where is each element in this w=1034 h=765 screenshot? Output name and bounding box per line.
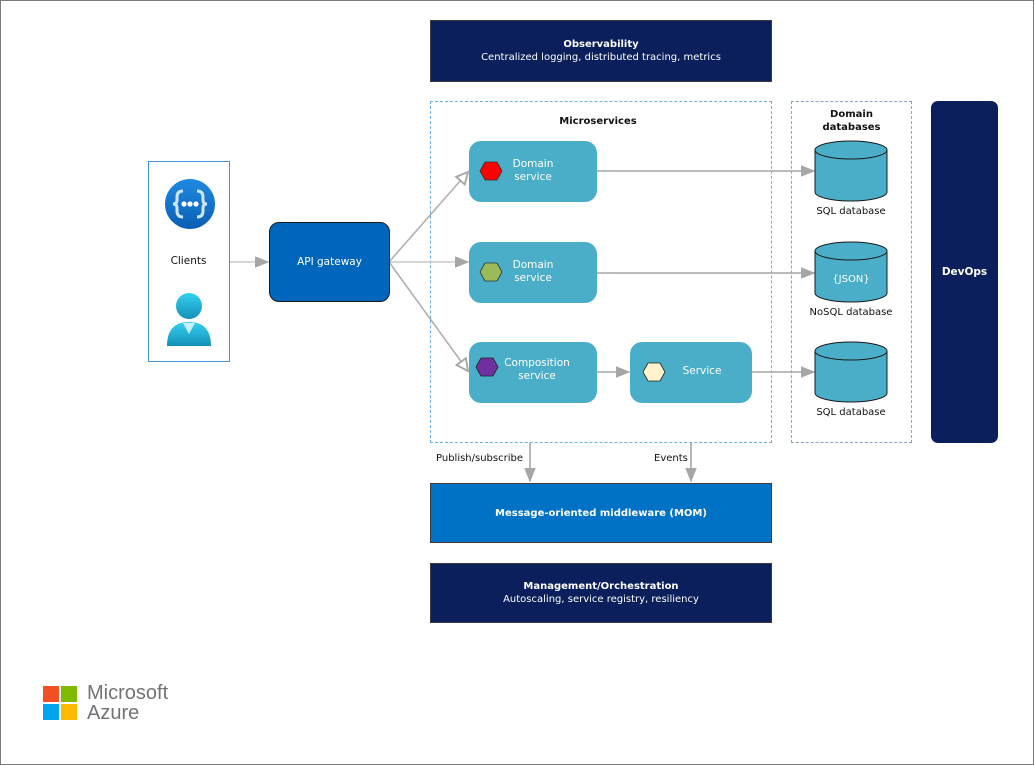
- database-cylinder-icon: [814, 341, 888, 403]
- logo-text-azure: Azure: [87, 702, 140, 724]
- observability-subtitle: Centralized logging, distributed tracing…: [481, 52, 721, 63]
- api-gateway-label: API gateway: [297, 256, 362, 268]
- logo-square-blue: [43, 704, 59, 720]
- domain-databases-title-line2: databases: [822, 122, 881, 133]
- mom-band: Message-oriented middleware (MOM): [430, 483, 772, 543]
- service-label: Service: [680, 365, 724, 378]
- label-line: service: [514, 171, 552, 183]
- sql-database-2[interactable]: SQL database: [813, 341, 889, 423]
- domain-service-1-label: Domain service: [507, 158, 559, 184]
- label-line: service: [518, 370, 556, 382]
- user-icon: [167, 293, 211, 346]
- composition-service[interactable]: Composition service: [469, 342, 597, 403]
- label-line: Service: [682, 365, 722, 377]
- hexagon-cream-icon: [642, 362, 666, 382]
- logo-text-microsoft: Microsoft: [87, 682, 169, 704]
- nosql-database-label: NoSQL database: [809, 307, 893, 318]
- publish-subscribe-label: Publish/subscribe: [436, 453, 524, 464]
- domain-service-2[interactable]: Domain service: [469, 242, 597, 303]
- observability-band: Observability Centralized logging, distr…: [430, 20, 772, 82]
- management-subtitle: Autoscaling, service registry, resilienc…: [503, 594, 699, 605]
- management-band: Management/Orchestration Autoscaling, se…: [430, 563, 772, 623]
- database-cylinder-icon: [814, 241, 888, 303]
- service[interactable]: Service: [630, 342, 752, 403]
- composition-service-label: Composition service: [501, 357, 573, 383]
- hexagon-green-icon: [479, 262, 503, 282]
- domain-databases-container: [791, 101, 912, 443]
- database-cylinder-icon: [814, 140, 888, 202]
- label-line: Domain: [512, 259, 554, 271]
- clients-box: Clients: [148, 161, 230, 362]
- logo-square-red: [43, 686, 59, 702]
- domain-service-1[interactable]: Domain service: [469, 141, 597, 202]
- mom-title: Message-oriented middleware (MOM): [495, 507, 707, 519]
- management-title: Management/Orchestration: [523, 581, 679, 592]
- devops-band: DevOps: [931, 101, 998, 443]
- domain-service-2-label: Domain service: [507, 259, 559, 285]
- logo-square-yellow: [61, 704, 77, 720]
- hexagon-red-icon: [479, 161, 503, 181]
- clients-label: Clients: [170, 255, 207, 267]
- observability-title: Observability: [563, 39, 639, 50]
- label-line: service: [514, 272, 552, 284]
- json-label: {JSON}: [832, 274, 870, 285]
- domain-databases-title: Domain databases: [791, 108, 912, 134]
- microsoft-azure-logo: Microsoft Azure: [43, 682, 183, 726]
- api-gateway[interactable]: API gateway: [269, 222, 390, 302]
- sql-database-2-label: SQL database: [816, 407, 886, 418]
- label-line: Domain: [512, 158, 554, 170]
- logo-square-green: [61, 686, 77, 702]
- microservices-title: Microservices: [559, 116, 637, 127]
- nosql-database[interactable]: {JSON} NoSQL database: [810, 241, 892, 323]
- sql-database-1-label: SQL database: [816, 206, 886, 217]
- domain-databases-title-line1: Domain: [830, 109, 873, 120]
- api-client-icon: [165, 179, 215, 229]
- hexagon-purple-icon: [475, 357, 499, 377]
- events-label: Events: [654, 453, 688, 464]
- label-line: Composition: [504, 357, 570, 369]
- devops-label: DevOps: [941, 266, 988, 278]
- sql-database-1[interactable]: SQL database: [813, 140, 889, 222]
